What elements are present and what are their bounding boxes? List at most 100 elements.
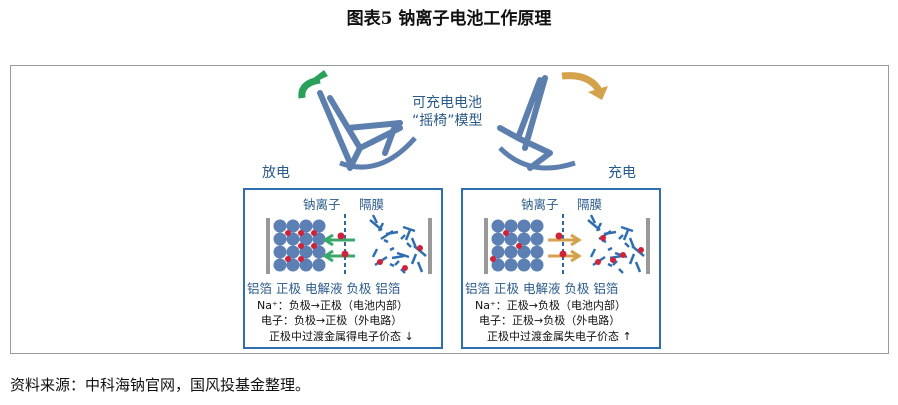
anode-fiber — [377, 222, 385, 232]
cell-illustration — [484, 214, 650, 276]
anode-fiber — [389, 262, 395, 268]
cathode-particle — [312, 258, 326, 272]
center-label-line2: “摇椅”模型 — [412, 113, 483, 129]
cathode-particle — [491, 219, 505, 233]
sodium-ion — [610, 257, 616, 263]
cathode-particle — [491, 258, 505, 272]
cathode-particle — [491, 232, 505, 246]
cathode-particle — [286, 258, 300, 272]
sodium-ion — [417, 245, 423, 251]
anode-fiber — [618, 234, 624, 240]
cathode-particle — [299, 219, 313, 233]
sodium-ion — [620, 252, 626, 258]
cathode-particle — [286, 219, 300, 233]
ion-arrow — [548, 233, 582, 247]
cathode-particle — [491, 245, 505, 259]
sodium-ion — [285, 256, 291, 262]
valence-change-text: 正极中过渡金属得电子价态 ↓ — [269, 330, 414, 343]
anode-fiber — [371, 214, 379, 224]
anode-fiber — [618, 268, 624, 274]
sodium-ion — [377, 259, 383, 265]
anode-fiber — [607, 246, 613, 252]
sodium-ion — [337, 232, 345, 240]
ion-direction-text: Na⁺：正极→负极（电池内部） — [475, 299, 626, 312]
anode-fiber — [371, 248, 379, 258]
anode-fiber — [607, 262, 613, 268]
layer-labels: 铝箔 正极 电解液 负极 铝箔 — [247, 281, 401, 296]
cathode-particle — [504, 232, 518, 246]
anode-fiber — [622, 229, 630, 241]
valence-change-text: 正极中过渡金属失电子价态 ↑ — [487, 330, 632, 343]
charge-label: 充电 — [608, 165, 636, 181]
ion-direction-text: Na⁺：负极→正极（电池内部） — [257, 299, 408, 312]
anode-fiber — [389, 246, 395, 252]
sodium-ion — [595, 259, 601, 265]
anode-fiber — [385, 230, 399, 236]
cathode-particle — [504, 219, 518, 233]
sodium-ion — [298, 230, 304, 236]
sodium-ion — [285, 230, 291, 236]
cathode-particle — [273, 245, 287, 259]
electron-direction-text: 电子：正极→负极（外电路） — [479, 314, 621, 327]
anode-fiber — [391, 254, 405, 260]
cathode-particle — [517, 258, 531, 272]
anode-fiber — [416, 261, 424, 273]
source-note: 资料来源：中科海钠官网，国风投基金整理。 — [10, 376, 311, 394]
cathode-particle — [530, 219, 544, 233]
sodium-ion — [341, 250, 349, 258]
ion-label: 钠离子 — [303, 197, 341, 212]
anode-fiber — [400, 234, 406, 240]
anode-fiber — [383, 238, 389, 244]
cathode-particle — [273, 258, 287, 272]
separator-label: 隔膜 — [577, 197, 603, 212]
anode-fiber — [603, 230, 617, 236]
aluminum-foil-right — [646, 218, 650, 274]
sodium-ion — [298, 256, 304, 262]
sodium-ion — [490, 256, 496, 262]
cathode-particle — [273, 232, 287, 246]
cathode-particle — [312, 245, 326, 259]
layer-labels: 铝箔 正极 电解液 负极 铝箔 — [465, 281, 619, 296]
anode-fiber — [595, 222, 603, 232]
anode-fiber — [634, 261, 642, 273]
anode-fiber — [404, 229, 412, 241]
anode-fiber — [410, 253, 418, 265]
ion-arrow — [322, 233, 355, 247]
sodium-ion — [298, 243, 304, 249]
anode-fiber — [589, 214, 597, 224]
sodium-ion — [503, 230, 509, 236]
ion-arrow — [322, 249, 355, 263]
rocking-chair-left — [298, 70, 417, 171]
cathode-particle — [530, 232, 544, 246]
separator-label: 隔膜 — [359, 197, 385, 212]
center-label-line1: 可充电电池 — [412, 95, 482, 111]
sodium-ion — [559, 250, 567, 258]
cathode-particle — [504, 258, 518, 272]
cathode-particle — [312, 219, 326, 233]
cathode-particle — [517, 219, 531, 233]
cathode-particle — [312, 232, 326, 246]
figure-title: 图表5 钠离子电池工作原理 — [346, 9, 552, 29]
cathode-particle — [299, 232, 313, 246]
anode-fiber — [396, 251, 410, 259]
cathode-particle — [504, 245, 518, 259]
anode-fiber — [402, 225, 416, 233]
cathode-particle — [299, 245, 313, 259]
anode-fiber — [620, 225, 634, 233]
aluminum-foil-left — [266, 218, 270, 274]
anode-fiber — [394, 260, 400, 266]
cathode-particle — [530, 245, 544, 259]
sodium-ion — [402, 265, 408, 271]
anode-fiber — [410, 237, 418, 249]
anode-fiber — [628, 253, 636, 265]
anode-fiber — [624, 242, 630, 248]
rocking-chair-right — [497, 72, 608, 171]
sodium-ion — [311, 243, 317, 249]
sodium-ion — [311, 230, 317, 236]
sodium-ion — [600, 235, 606, 241]
discharge-label: 放电 — [262, 165, 290, 181]
cathode-particle — [299, 258, 313, 272]
sodium-ion — [516, 243, 522, 249]
sodium-ion — [555, 232, 563, 240]
